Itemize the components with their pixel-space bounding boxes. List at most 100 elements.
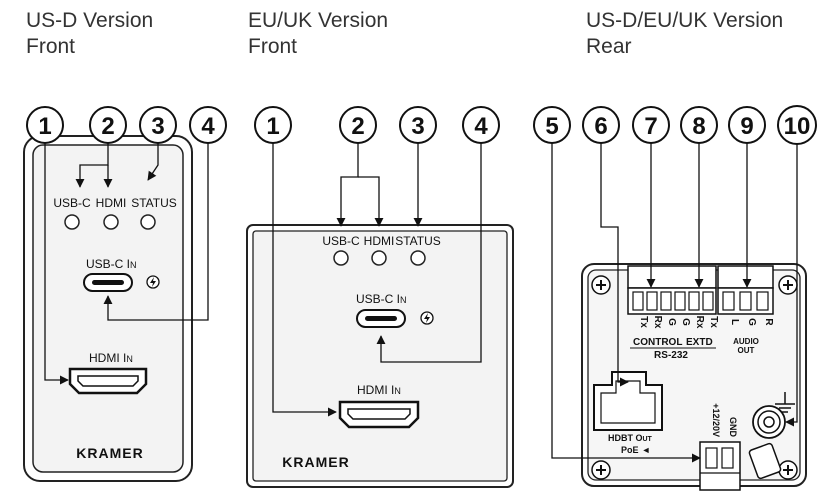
svg-text:10: 10 <box>784 113 811 140</box>
svg-text:2: 2 <box>101 113 114 140</box>
eu-hdmi-in-label: HDMI IN <box>357 383 401 397</box>
eu-status-led <box>410 250 426 266</box>
svg-text:4: 4 <box>201 113 215 140</box>
eu-usb-c-port-slot <box>365 316 397 321</box>
rs232-pins <box>632 291 714 311</box>
eu-leader-2b <box>358 176 384 227</box>
pin-labels: Tx Rx G G Rx Tx L G R <box>638 316 774 329</box>
svg-text:4: 4 <box>474 113 488 140</box>
us-hdmi-port[interactable] <box>68 367 148 395</box>
heading-subline: Rear <box>586 35 632 58</box>
audio-pins <box>722 291 769 311</box>
eu-hdmi-led <box>371 250 387 266</box>
us-hdmi-led <box>103 214 119 230</box>
eu-callout-1: 1 <box>254 106 292 144</box>
gnd-label: GND <box>728 417 738 438</box>
audio-out-label: OUT <box>738 346 755 355</box>
us-leader-3 <box>147 143 159 181</box>
svg-text:3: 3 <box>151 113 164 140</box>
eu-leader-1 <box>272 143 337 417</box>
eu-hdmi-led-label: HDMI <box>364 234 395 248</box>
us-usb-c-led <box>64 214 80 230</box>
us-callout-1: 1 <box>26 106 64 144</box>
poe-label: PoE◄ <box>621 445 650 455</box>
svg-text:5: 5 <box>545 113 558 140</box>
us-hdmi-led-label: HDMI <box>96 196 127 210</box>
heading-line: US-D Version <box>26 9 154 32</box>
pin-label: G <box>666 318 677 326</box>
rear-leader-10 <box>785 144 798 427</box>
pin-label: Tx <box>708 316 719 328</box>
svg-text:9: 9 <box>740 113 753 140</box>
pin-label: G <box>746 318 757 326</box>
svg-text:7: 7 <box>644 113 657 140</box>
us-thunderbolt-icon <box>146 275 160 289</box>
eu-kramer-logo: KRAMER <box>282 454 349 470</box>
us-callout-4: 4 <box>189 106 227 144</box>
heading-us-d-front: US-D Version Front <box>26 8 153 60</box>
rear-callout-9: 9 <box>728 106 766 144</box>
pin-label: R <box>763 318 774 326</box>
us-leader-2 <box>75 143 109 188</box>
heading-rear: US-D/EU/UK Version Rear <box>586 8 783 60</box>
extd-label: EXTD <box>686 337 713 348</box>
ground-symbol-icon <box>775 392 795 413</box>
hdbt-out-label: HDBT OUT <box>608 433 653 443</box>
svg-text:3: 3 <box>411 113 424 140</box>
pin-label: Tx <box>638 316 649 328</box>
eu-front-panel <box>246 224 514 488</box>
heading-subline: Front <box>26 35 76 58</box>
svg-text:1: 1 <box>38 113 51 140</box>
screw-icon <box>591 460 611 480</box>
us-status-led-label: STATUS <box>131 196 177 210</box>
control-label: CONTROL <box>633 337 682 348</box>
power-terminal-block[interactable] <box>699 441 741 491</box>
us-leader-4 <box>103 143 209 321</box>
audio-label: AUDIO <box>733 337 759 346</box>
rear-leader-5 <box>551 143 701 463</box>
us-status-led <box>140 214 156 230</box>
power-voltage-label: +12/20V <box>711 403 721 437</box>
eu-thunderbolt-icon <box>420 311 434 325</box>
us-hdmi-in-label: HDMI IN <box>89 351 133 365</box>
heading-subline: Front <box>248 35 298 58</box>
ground-lug <box>748 442 782 480</box>
us-callout-2: 2 <box>89 106 127 144</box>
hdbt-rj45-port[interactable] <box>593 371 663 431</box>
ground-screw-icon[interactable] <box>752 405 787 470</box>
rear-leader-6 <box>600 143 629 387</box>
eu-usb-c-in-label: USB-C IN <box>356 292 407 306</box>
heading-eu-uk-front: EU/UK Version Front <box>248 8 388 60</box>
us-leader-1 <box>44 143 69 385</box>
eu-callout-3: 3 <box>399 106 437 144</box>
svg-text:2: 2 <box>351 113 364 140</box>
rear-callout-10: 10 <box>777 105 817 145</box>
eu-usb-c-led-label: USB-C <box>322 234 360 248</box>
us-callout-3: 3 <box>139 106 177 144</box>
screw-icon <box>778 275 798 295</box>
rear-callout-6: 6 <box>582 106 620 144</box>
pin-label: L <box>729 319 740 325</box>
heading-line: EU/UK Version <box>248 9 389 32</box>
eu-leader-4 <box>376 143 482 363</box>
screw-icon <box>778 460 798 480</box>
svg-text:6: 6 <box>594 113 607 140</box>
eu-callout-4: 4 <box>462 106 500 144</box>
heading-line: US-D/EU/UK Version <box>586 9 784 32</box>
eu-leader-2 <box>336 143 359 227</box>
pin-label: Rx <box>652 316 663 329</box>
rear-callout-5: 5 <box>533 106 571 144</box>
svg-text:8: 8 <box>692 113 705 140</box>
eu-status-led-label: STATUS <box>395 234 441 248</box>
us-usb-c-led-label: USB-C <box>53 196 91 210</box>
rear-callout-8: 8 <box>680 106 718 144</box>
eu-hdmi-port[interactable] <box>338 400 420 429</box>
pin-label: Rx <box>694 316 705 329</box>
rear-callout-7: 7 <box>632 106 670 144</box>
pin-label: G <box>680 318 691 326</box>
rs232-label: RS-232 <box>654 350 688 361</box>
eu-usb-c-led <box>333 250 349 266</box>
us-usb-c-in-label: USB-C IN <box>86 257 137 271</box>
us-usb-c-port-slot <box>92 280 124 285</box>
